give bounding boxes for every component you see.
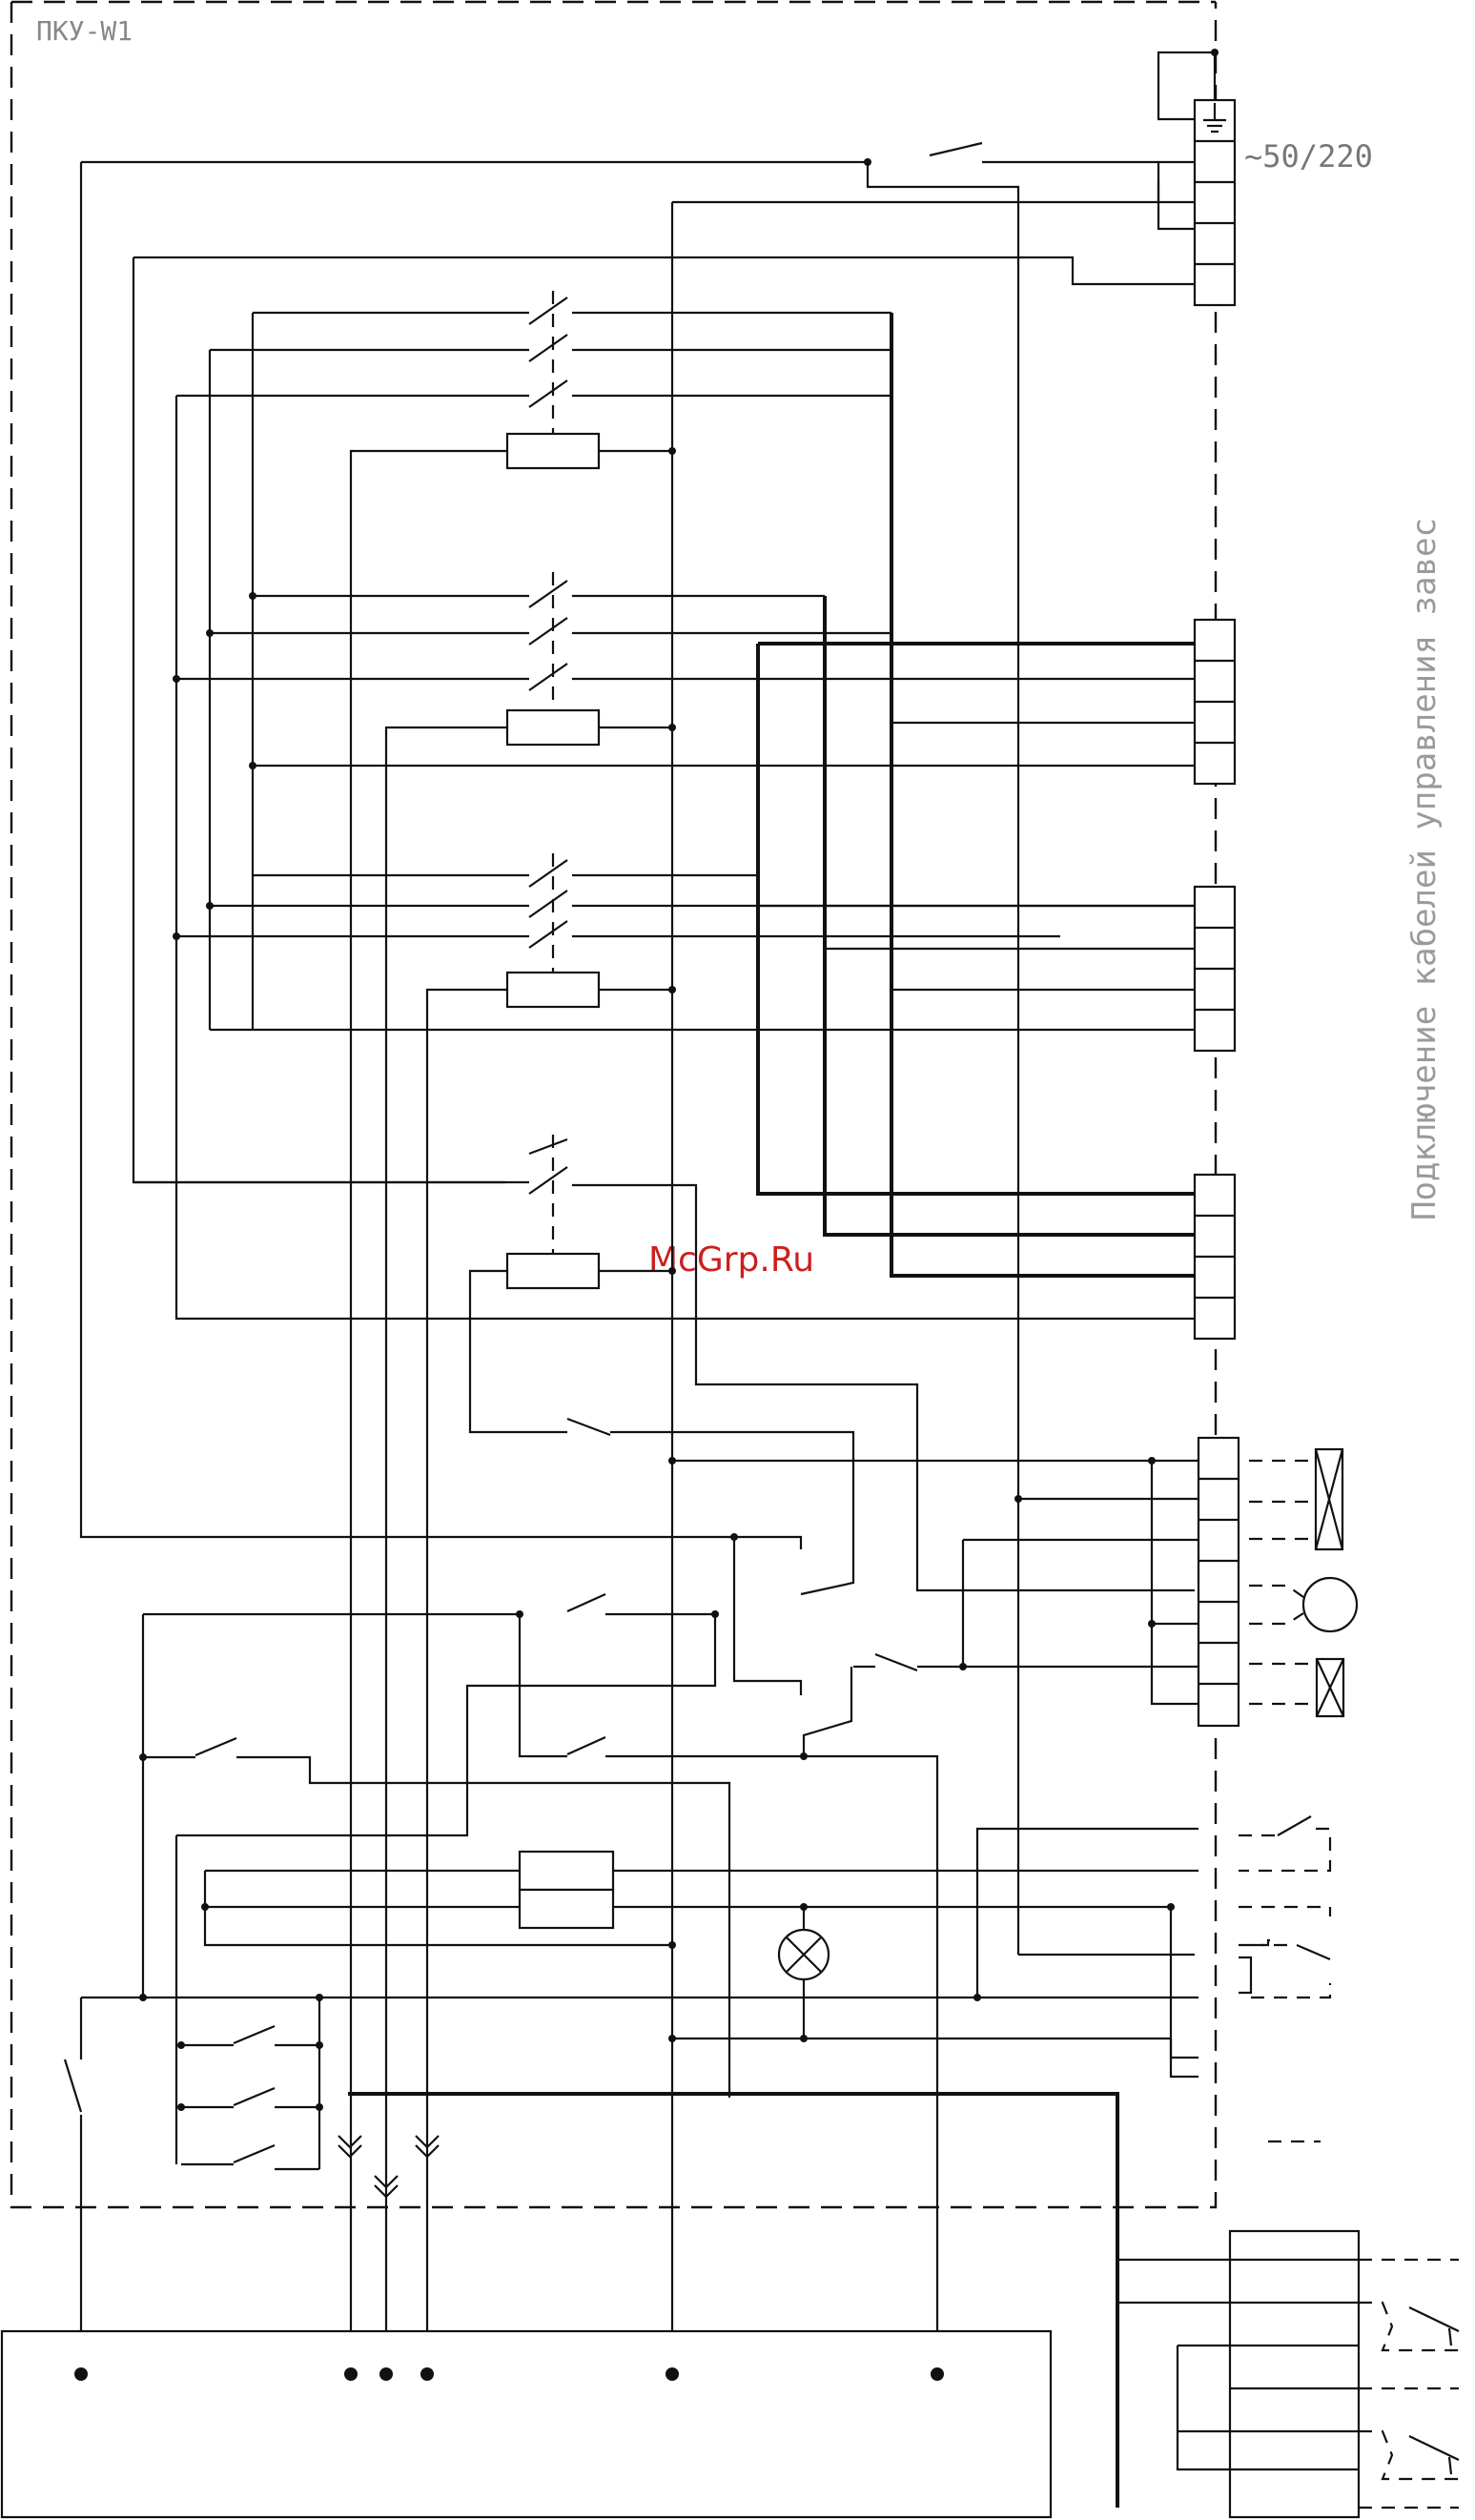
supply-voltage-label: ~50/220 [1244, 138, 1373, 174]
terminal-block-x4 [1195, 1175, 1235, 1339]
side-caption: Подключение кабелей управления завес [1405, 518, 1444, 1220]
block-name-label: ПКУ-W1 [36, 15, 133, 47]
coil-k1 [507, 434, 599, 468]
contactor-k4 [133, 1135, 1195, 1594]
supply-terminal-block [1158, 49, 1235, 305]
terminal-block-x3 [1195, 887, 1235, 1051]
terminal-block-x2 [1195, 620, 1235, 784]
control-board [2, 2331, 1051, 2517]
connector-arrows-icon [338, 2136, 439, 2197]
terminal-block-x6 [1117, 2231, 1459, 2517]
fan-motor-icon [1249, 1578, 1357, 1631]
valve-icon [1249, 1449, 1342, 1549]
terminal-block-x5 [1198, 1438, 1239, 1726]
heater-icon [1249, 1659, 1343, 1716]
relay-lower [520, 1890, 613, 1928]
power-bus [173, 313, 1195, 1319]
control-wiring-x5 [668, 1457, 1198, 1704]
relay-upper [520, 1852, 613, 1890]
coil-k2 [507, 710, 599, 745]
external-contacts [1239, 1816, 1330, 2141]
coil-k4 [507, 1254, 599, 1288]
contactor-k2 [176, 572, 891, 2374]
indicator-lamp-icon [779, 1930, 829, 1979]
coil-k3 [507, 973, 599, 1007]
